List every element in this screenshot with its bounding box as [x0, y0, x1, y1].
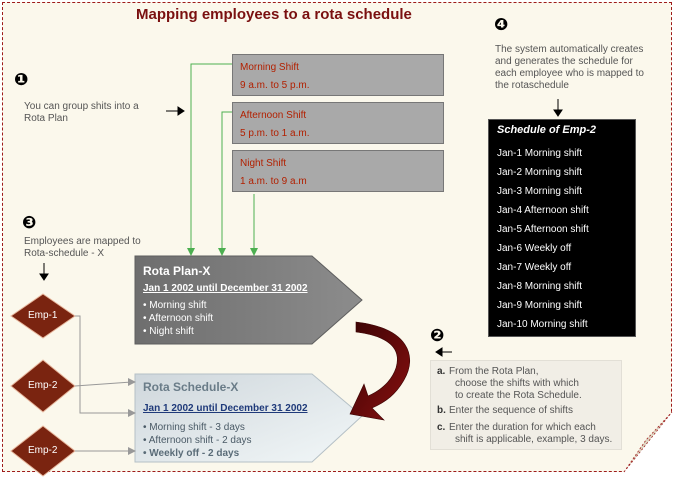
- step-b-text: Enter the sequence of shifts: [449, 405, 573, 416]
- step-c-text: shift is applicable, example, 3 days.: [455, 434, 613, 445]
- schedule-row: Jan-6 Weekly off: [497, 243, 572, 254]
- schedule-row: Jan-9 Morning shift: [497, 300, 583, 311]
- note-employee-mapping: Employees are mapped to Rota-schedule - …: [24, 236, 141, 259]
- diagram-title: Mapping employees to a rota schedule: [136, 6, 412, 23]
- employee-shape: [10, 293, 76, 339]
- rota-schedule-item: • Afternoon shift - 2 days: [143, 435, 252, 446]
- employee-schedule-box: Schedule of Emp-2 Jan-1 Morning shift Ja…: [488, 119, 636, 337]
- generate-arrow: [349, 321, 411, 421]
- schedule-row: Jan-2 Morning shift: [497, 167, 583, 178]
- note-rota-plan: You can group shits into a Rota Plan: [24, 101, 139, 124]
- step-c-label: c.: [437, 422, 446, 433]
- step-a-text: choose the shifts with which: [455, 378, 579, 389]
- rota-schedule-item: • Morning shift - 3 days: [143, 422, 245, 433]
- rota-plan-dates: Jan 1 2002 until December 31 2002: [143, 283, 308, 294]
- step-marker-2: ❷: [430, 326, 445, 346]
- shift-box-afternoon: Afternoon Shift 5 p.m. to 1 a.m.: [232, 102, 444, 144]
- rota-schedule-item: • Weekly off - 2 days: [143, 448, 240, 459]
- schedule-row: Jan-1 Morning shift: [497, 148, 583, 159]
- rota-schedule-dates: Jan 1 2002 until December 31 2002: [143, 403, 308, 414]
- rota-plan-item: • Night shift: [143, 326, 194, 337]
- step-c-text: Enter the duration for which each: [449, 422, 596, 433]
- rota-schedule-shape: [134, 373, 363, 463]
- rota-plan-item: • Afternoon shift: [143, 313, 214, 324]
- schedule-row: Jan-10 Morning shift: [497, 319, 588, 330]
- employee-shape: [10, 359, 76, 413]
- rota-plan-shape: [134, 255, 363, 345]
- step-marker-4: ❹: [494, 15, 509, 35]
- step-b-label: b.: [437, 405, 446, 416]
- employee-shape: [10, 425, 76, 477]
- schedule-title: Schedule of Emp-2: [497, 124, 597, 136]
- schedule-row: Jan-3 Morning shift: [497, 186, 583, 197]
- steps-box: a. From the Rota Plan, choose the shifts…: [430, 360, 622, 450]
- shift-box-morning: Morning Shift 9 a.m. to 5 p.m.: [232, 54, 444, 96]
- shift-box-night: Night Shift 1 a.m. to 9 a.m: [232, 150, 444, 192]
- step-marker-3: ❸: [22, 213, 37, 233]
- step-a-label: a.: [437, 366, 446, 377]
- step-a-text: From the Rota Plan,: [449, 366, 539, 377]
- rota-plan-title: Rota Plan-X: [143, 264, 211, 278]
- step-a-text: to create the Rota Schedule.: [455, 390, 582, 401]
- rota-plan-item: • Morning shift: [143, 300, 207, 311]
- schedule-row: Jan-7 Weekly off: [497, 262, 572, 273]
- employee-label: Emp-1: [28, 310, 58, 321]
- note-auto-schedule: The system automatically creates and gen…: [495, 44, 644, 91]
- employee-label: Emp-2: [28, 445, 58, 456]
- step-marker-1: ❶: [14, 70, 29, 90]
- employee-label: Emp-2: [28, 380, 58, 391]
- schedule-row: Jan-8 Morning shift: [497, 281, 583, 292]
- rota-schedule-title: Rota Schedule-X: [143, 380, 239, 394]
- schedule-row: Jan-5 Afternoon shift: [497, 224, 589, 235]
- schedule-row: Jan-4 Afternoon shift: [497, 205, 589, 216]
